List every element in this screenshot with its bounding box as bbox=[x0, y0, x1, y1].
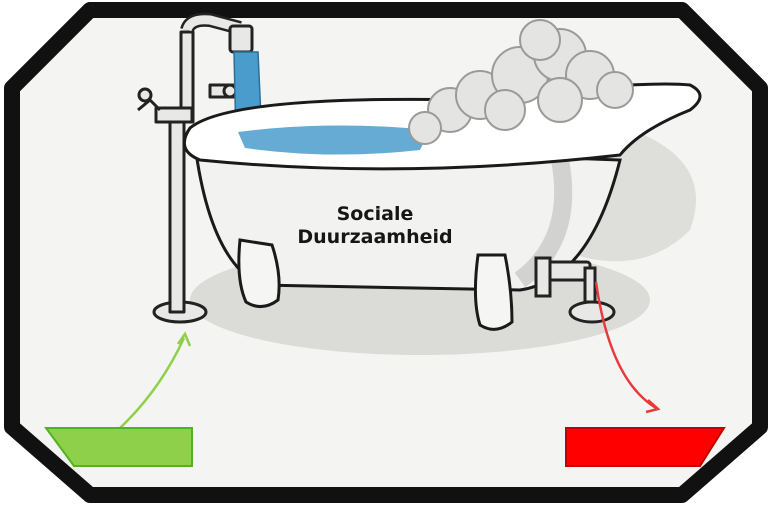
bath-label-line1: Sociale bbox=[255, 203, 495, 226]
tub-foot-left bbox=[239, 240, 279, 307]
tub-foot-right bbox=[475, 255, 512, 329]
bath-label: Sociale Duurzaamheid bbox=[255, 203, 495, 249]
bath-label-line2: Duurzaamheid bbox=[255, 226, 495, 249]
outflow-bar bbox=[566, 428, 724, 466]
tub-water bbox=[238, 125, 430, 154]
